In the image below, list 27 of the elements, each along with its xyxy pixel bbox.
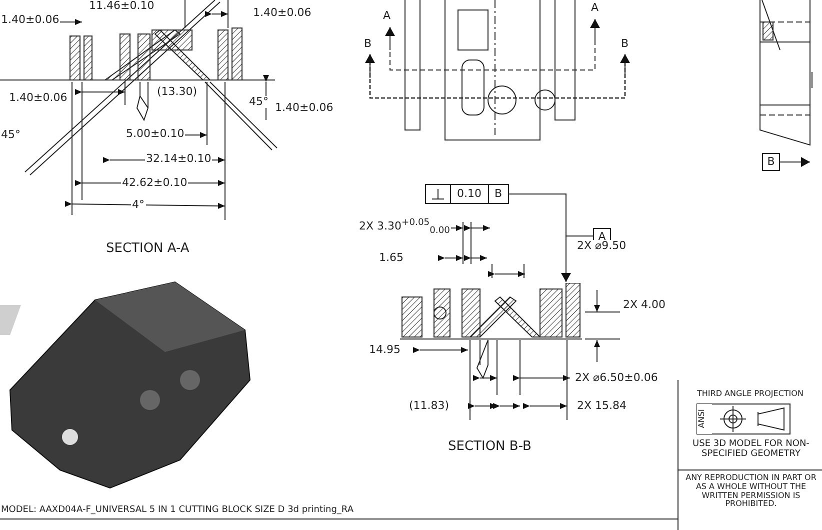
feature-control-frame bbox=[425, 184, 510, 204]
angle-dimension: 45° bbox=[0, 129, 22, 142]
dimension-text: 1.40±0.06 bbox=[274, 102, 334, 114]
dimension-text: 2X ⌀9.50 bbox=[576, 240, 628, 252]
dimension-text: 1.40±0.06 bbox=[0, 14, 60, 26]
note-text: THIRD ANGLE PROJECTION bbox=[696, 390, 804, 399]
dimension-text: (13.30) bbox=[156, 86, 198, 98]
angle-dimension: 45° bbox=[248, 96, 270, 108]
dimension-text: (11.83) bbox=[408, 400, 450, 412]
dimension-text: 1.65 bbox=[378, 252, 404, 264]
dimension-text: 2X 15.84 bbox=[576, 400, 628, 412]
dimension-text: 14.95 bbox=[368, 344, 402, 356]
datum-reference: B bbox=[494, 186, 504, 202]
dimension-text: 32.14±0.10 bbox=[145, 153, 212, 166]
dimension-text: 2X ⌀6.50±0.06 bbox=[574, 372, 659, 384]
model-caption: MODEL: AAXD04A-F_UNIVERSAL 5 IN 1 CUTTING BLOCK SIZE D 3d printing_RA bbox=[0, 506, 354, 516]
tolerance-value: 0.10 bbox=[451, 185, 488, 203]
dimension-text: 1.40±0.06 bbox=[8, 92, 68, 104]
dimension-text: 2X 4.00 bbox=[622, 299, 667, 312]
leader-line bbox=[561, 236, 594, 282]
dimension-text: 5.00±0.10 bbox=[125, 128, 186, 140]
dimension-text: 11.46±0.10 bbox=[88, 0, 156, 12]
dimension-text: 42.62±0.10 bbox=[121, 177, 188, 190]
dimension-text: 1.40±0.06 bbox=[252, 7, 312, 20]
datum-label: B bbox=[762, 153, 780, 171]
leader-line bbox=[780, 157, 810, 167]
standard-label: ANSI bbox=[697, 404, 712, 434]
